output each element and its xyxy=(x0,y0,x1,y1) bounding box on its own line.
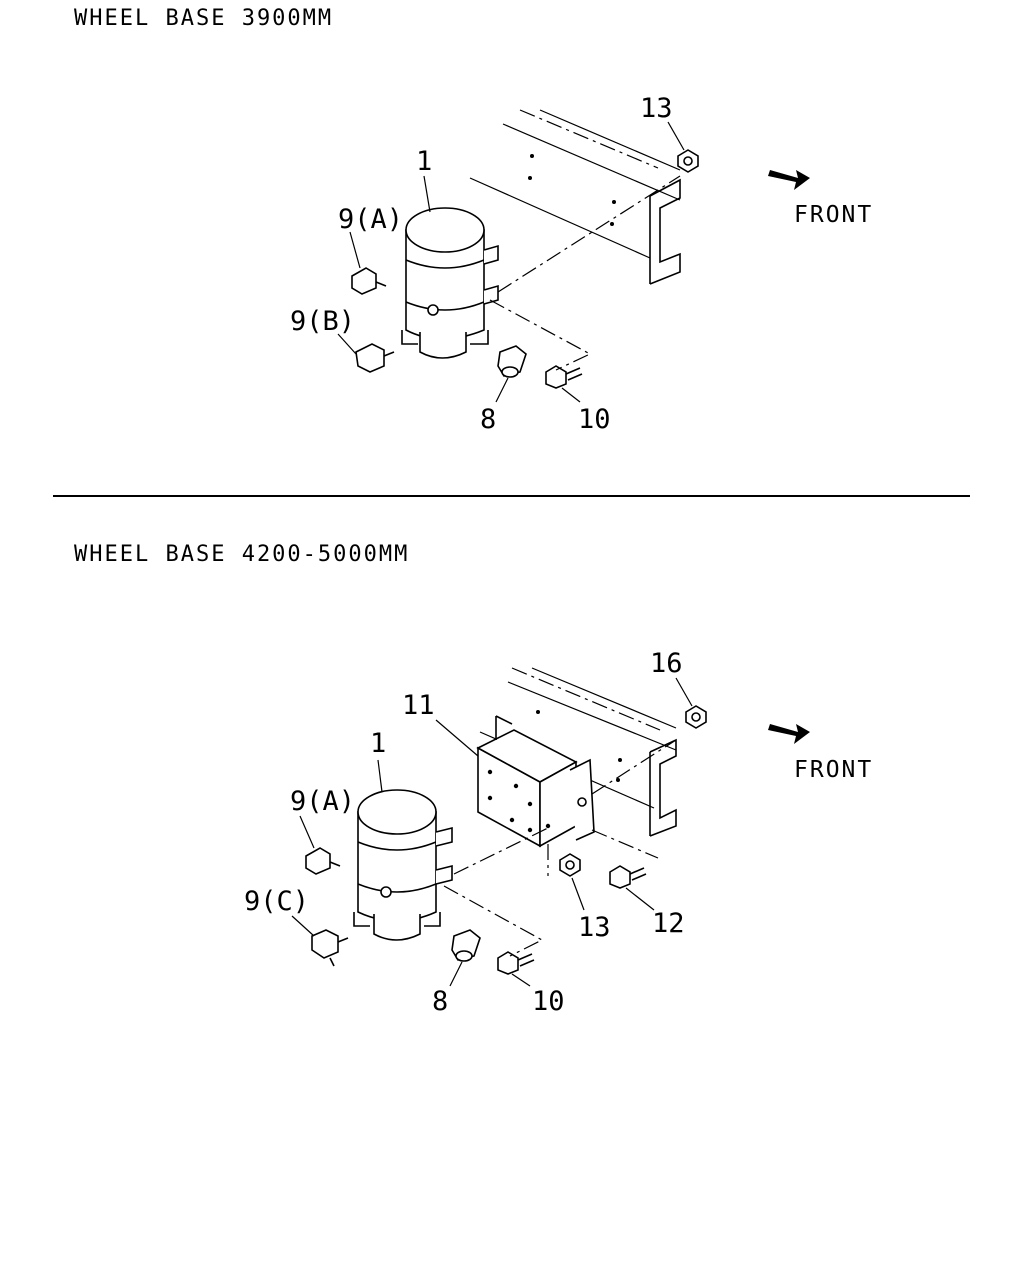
bolt-10 xyxy=(489,299,592,389)
section-wheelbase-3900: WHEEL BASE 3900MM xyxy=(74,6,873,435)
nut-16 xyxy=(685,705,707,729)
callout-9a: 9(A) xyxy=(290,786,355,817)
bolt-12 xyxy=(609,865,647,889)
air-dryer-body xyxy=(401,207,499,359)
callout-11: 11 xyxy=(402,690,435,721)
callout-12: 12 xyxy=(652,908,685,939)
front-arrow-icon xyxy=(768,170,810,190)
leader-lines xyxy=(337,121,685,403)
callout-9b: 9(B) xyxy=(290,306,355,337)
nut-13 xyxy=(559,853,581,877)
fitting-9c xyxy=(311,929,349,967)
bracket-11 xyxy=(476,715,659,876)
callout-9a: 9(A) xyxy=(338,204,403,235)
leader-lines xyxy=(291,677,693,987)
fitting-8 xyxy=(451,929,481,962)
air-dryer-body xyxy=(353,789,549,941)
callout-9c: 9(C) xyxy=(244,886,309,917)
front-label: FRONT xyxy=(794,757,873,783)
section-title: WHEEL BASE 3900MM xyxy=(74,6,333,31)
callout-8: 8 xyxy=(432,986,448,1017)
front-arrow-icon xyxy=(768,724,810,744)
callout-13: 13 xyxy=(640,93,673,124)
callout-8: 8 xyxy=(480,404,496,435)
callout-13: 13 xyxy=(578,912,611,943)
fitting-9b xyxy=(355,343,395,373)
fitting-9a xyxy=(351,267,387,295)
fitting-8 xyxy=(497,345,527,378)
fitting-9a xyxy=(305,847,341,875)
callout-16: 16 xyxy=(650,648,683,679)
bolt-10 xyxy=(443,885,544,975)
callout-1: 1 xyxy=(370,728,386,759)
section-title: WHEEL BASE 4200-5000MM xyxy=(74,542,409,567)
section-wheelbase-4200-5000: WHEEL BASE 4200-5000MM xyxy=(74,542,873,1017)
front-label: FRONT xyxy=(794,202,873,228)
frame-rail xyxy=(469,109,681,293)
callout-10: 10 xyxy=(532,986,565,1017)
callout-1: 1 xyxy=(416,146,432,177)
callout-10: 10 xyxy=(578,404,611,435)
nut-13 xyxy=(677,149,699,173)
